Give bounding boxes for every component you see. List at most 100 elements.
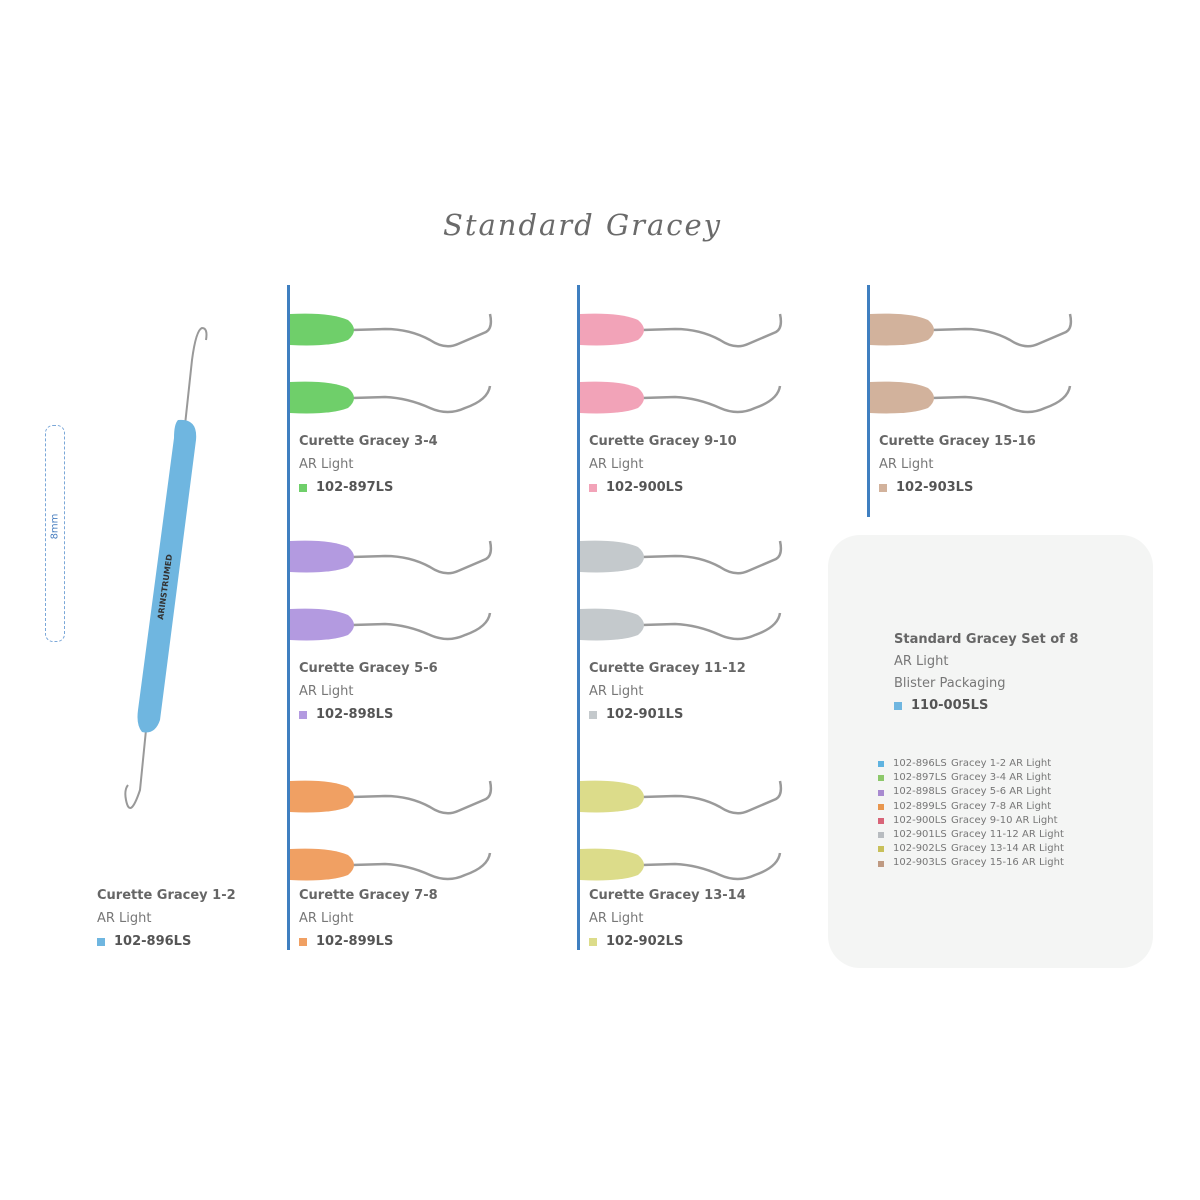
color-swatch [878,803,884,810]
color-swatch [878,775,884,782]
item-code: 102-898LS [893,786,947,798]
instrument-tip-image [290,540,493,575]
product-code: 102-897LS [316,480,394,495]
instrument-tip-image [580,313,783,348]
column-divider [577,285,580,950]
instrument-tip-image [290,313,493,348]
color-swatch [299,710,307,719]
item-description: Gracey 3-4 AR Light [951,772,1052,784]
column-divider [287,285,290,950]
product-name: Curette Gracey 15-16 [879,434,1036,449]
item-code: 102-900LS [893,814,947,826]
color-swatch [299,483,307,492]
instrument-tip-image [870,381,1072,414]
set-line: AR Light [894,654,949,669]
product-code: 102-903LS [896,480,974,495]
product-line: AR Light [97,911,152,926]
page-title: Standard Gracey [442,208,723,242]
item-description: Gracey 11-12 AR Light [951,829,1064,841]
item-description: Gracey 1-2 AR Light [951,758,1052,769]
item-code: 102-902LS [893,843,947,855]
set-code: 110-005LS [911,698,989,713]
product-label: Curette Gracey 3-4 AR Light 102-897LS [299,430,438,499]
item-description: Gracey 7-8 AR Light [951,800,1052,812]
item-code: 102-896LS [893,758,947,769]
item-code: 102-897LS [893,772,947,784]
instrument-tip-image [290,780,493,815]
ruler-label: 8mm [49,513,61,540]
product-code: 102-896LS [114,934,192,949]
product-label: Curette Gracey 7-8 AR Light 102-899LS [299,884,438,953]
set-list-item: 102-898LS Gracey 5-6 AR Light [878,785,1064,799]
instrument-tip-image [290,381,492,414]
product-code: 102-902LS [606,934,684,949]
item-description: Gracey 9-10 AR Light [951,814,1058,826]
product-name: Curette Gracey 9-10 [589,434,737,449]
product-line: AR Light [299,457,354,472]
color-swatch [97,937,105,946]
item-code: 102-901LS [893,829,947,841]
product-name: Curette Gracey 5-6 [299,661,438,676]
color-swatch [878,789,884,796]
instrument-tip-image [870,313,1073,348]
set-list-item: 102-900LS Gracey 9-10 AR Light [878,814,1064,828]
set-contents-list: 102-896LS Gracey 1-2 AR Light 102-897LS Gra… [878,757,1064,871]
set-label: Standard Gracey Set of 8 AR Light Bliste… [894,629,1078,717]
product-name: Curette Gracey 3-4 [299,434,438,449]
set-packaging: Blister Packaging [894,676,1006,691]
product-line: AR Light [589,911,644,926]
color-swatch [878,860,884,867]
color-swatch [589,483,597,492]
product-line: AR Light [299,684,354,699]
column-divider [867,285,870,517]
color-swatch [878,817,884,824]
product-code: 102-898LS [316,707,394,722]
item-description: Gracey 13-14 AR Light [951,843,1064,855]
product-label: Curette Gracey 5-6 AR Light 102-898LS [299,657,438,726]
color-swatch [589,710,597,719]
product-name: Curette Gracey 11-12 [589,661,746,676]
item-description: Gracey 5-6 AR Light [951,786,1052,798]
set-info-panel [828,535,1153,968]
set-list-item: 102-896LS Gracey 1-2 AR Light [878,757,1064,771]
instrument-tip-image [580,540,783,575]
instrument-tip-image [290,608,492,641]
product-code: 102-900LS [606,480,684,495]
product-line: AR Light [879,457,934,472]
color-swatch [879,483,887,492]
product-label: Curette Gracey 13-14 AR Light 102-902LS [589,884,746,953]
set-list-item: 102-902LS Gracey 13-14 AR Light [878,842,1064,856]
product-code: 102-899LS [316,934,394,949]
item-code: 102-903LS [893,857,947,869]
instrument-tip-image [580,608,782,641]
instrument-tip-image [580,848,782,881]
set-list-item: 102-899LS Gracey 7-8 AR Light [878,800,1064,814]
color-swatch [589,937,597,946]
set-list-item: 102-897LS Gracey 3-4 AR Light [878,771,1064,785]
color-swatch [878,761,884,768]
instrument-tip-image [580,381,782,414]
color-swatch [878,832,884,839]
product-label: Curette Gracey 15-16 AR Light 102-903LS [879,430,1036,499]
instrument-gracey-1-2-image: ARINSTRUMED [124,326,208,809]
color-swatch [894,702,902,710]
product-label-gracey-1-2: Curette Gracey 1-2 AR Light 102-896LS [97,884,236,953]
instrument-tip-image [580,780,783,815]
product-name: Curette Gracey 7-8 [299,888,438,903]
product-code: 102-901LS [606,707,684,722]
product-name: Curette Gracey 1-2 [97,888,236,903]
set-name: Standard Gracey Set of 8 [894,632,1079,647]
product-line: AR Light [299,911,354,926]
set-list-item: 102-901LS Gracey 11-12 AR Light [878,828,1064,842]
instrument-tip-image [290,848,492,881]
item-description: Gracey 15-16 AR Light [951,857,1064,869]
color-swatch [878,846,884,853]
set-list-item: 102-903LS Gracey 15-16 AR Light [878,856,1064,870]
ruler-diagram: 8mm [45,425,65,642]
item-code: 102-899LS [893,800,947,812]
color-swatch [299,937,307,946]
product-line: AR Light [589,684,644,699]
product-name: Curette Gracey 13-14 [589,888,746,903]
product-label: Curette Gracey 11-12 AR Light 102-901LS [589,657,746,726]
